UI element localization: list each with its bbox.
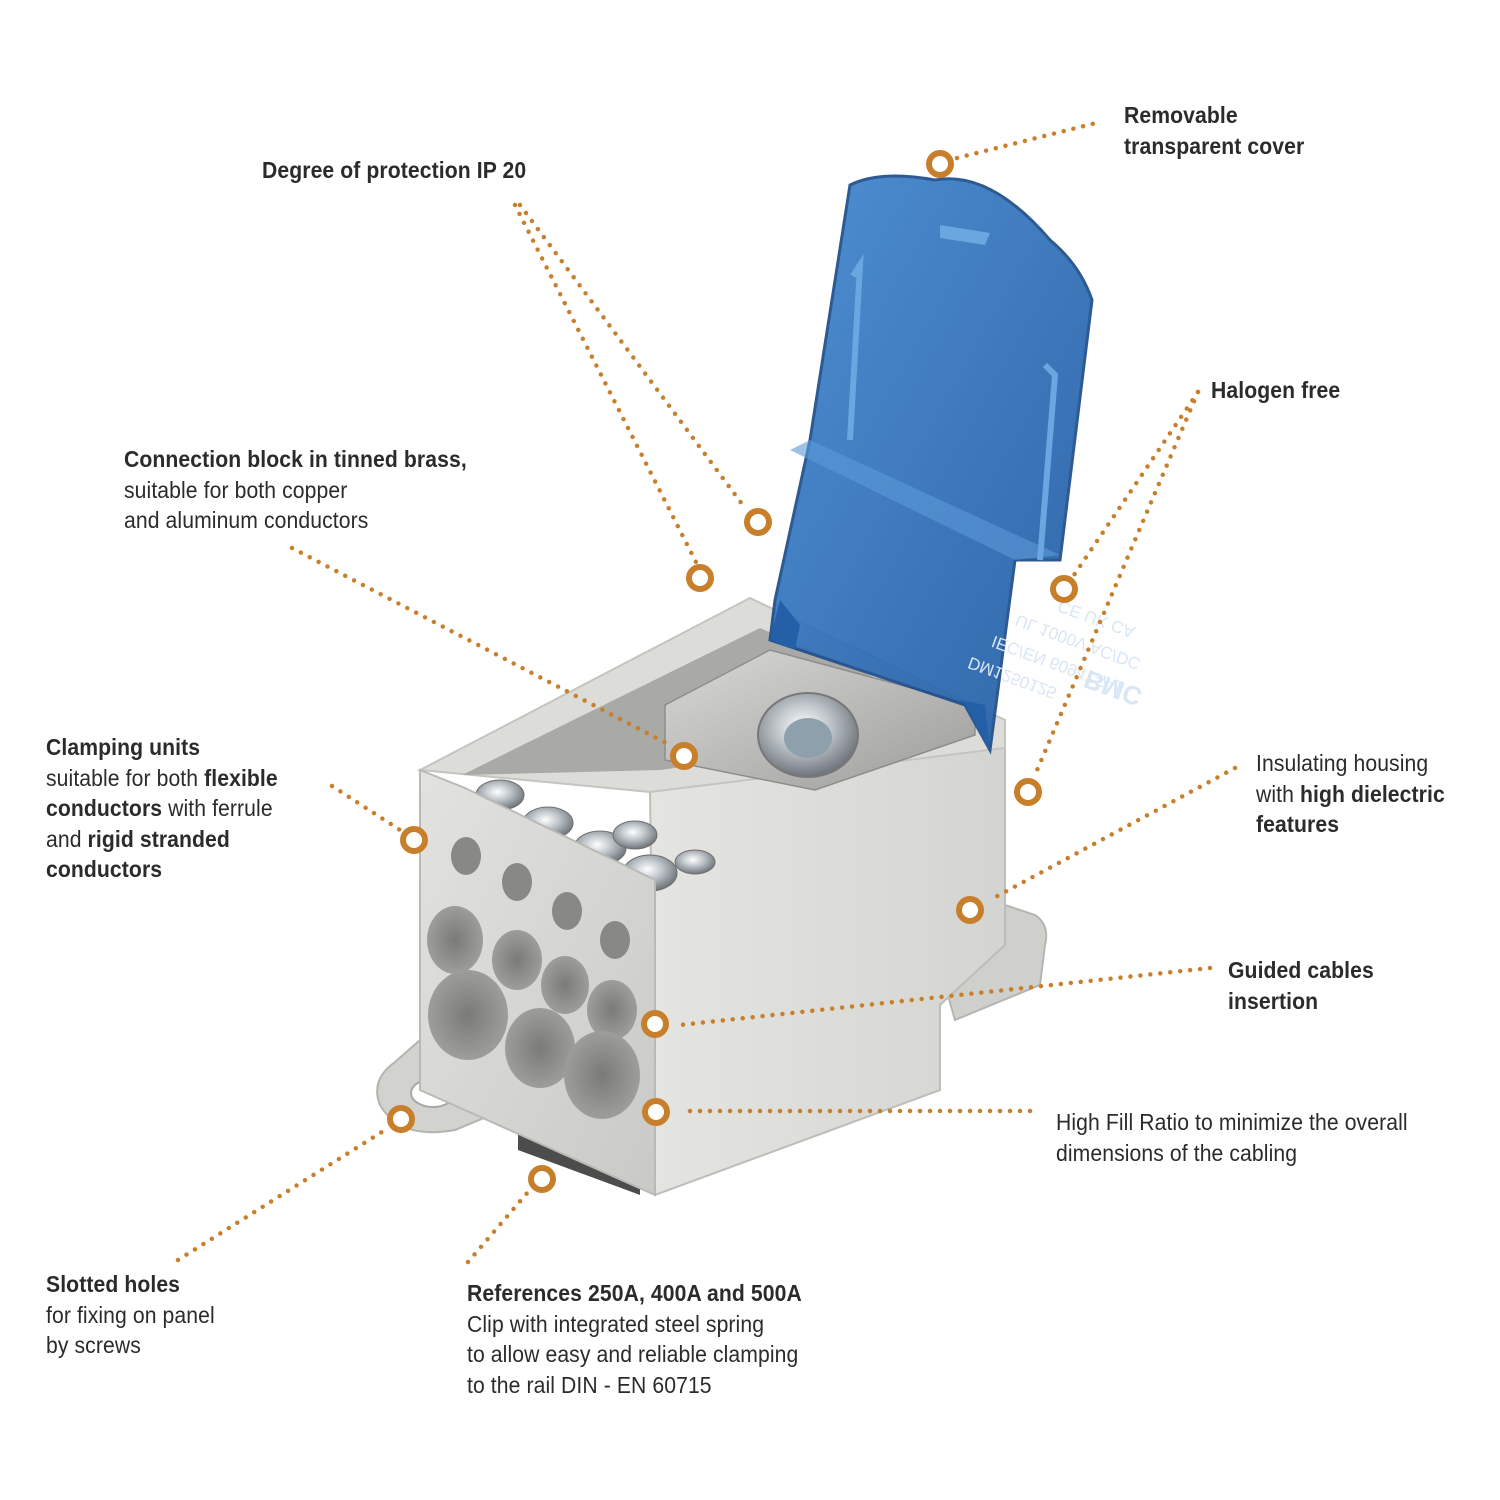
marker-clamping (400, 826, 428, 854)
marker-protection-a (686, 564, 714, 592)
transparent-cover (768, 174, 1094, 755)
clamping-l4b: rigid stranded (87, 825, 230, 852)
protection-title: Degree of protection IP 20 (262, 157, 527, 183)
callout-halogen: Halogen free (1211, 375, 1340, 406)
leader-slotted (175, 1127, 388, 1263)
clamping-l2b: flexible (204, 764, 278, 791)
references-title: References 250A, 400A and 500A (467, 1280, 802, 1306)
housing-line-2b: high dielectric (1299, 780, 1445, 807)
cable-entries (427, 906, 640, 1119)
leader-clamping (329, 783, 403, 833)
marker-guided (641, 1010, 669, 1038)
marker-halogen-a (1050, 575, 1078, 603)
marker-block (670, 742, 698, 770)
marker-protection-b (744, 508, 772, 536)
references-line-2: Clip with integrated steel spring (467, 1310, 765, 1337)
marker-cover (926, 150, 954, 178)
callout-clamping: Clamping units suitable for both flexibl… (46, 732, 278, 885)
housing-line-3: features (1256, 811, 1340, 837)
clamping-l3b: with ferrule (162, 795, 273, 821)
references-line-3: to allow easy and reliable clamping (467, 1341, 799, 1367)
marker-housing (956, 896, 984, 924)
callout-references: References 250A, 400A and 500A Clip with… (467, 1278, 802, 1400)
clamping-title: Clamping units (46, 734, 201, 760)
fill-line-2: dimensions of the cabling (1056, 1139, 1298, 1166)
clamping-l3a: conductors (46, 795, 163, 821)
cover-line-1: Removable (1124, 102, 1238, 128)
product-illustration: DM1250125 IEC/EN 60947-7-1 UL 1000V AC/D… (376, 174, 1146, 1197)
callout-guided: Guided cables insertion (1228, 955, 1374, 1016)
callout-housing: Insulating housing with high dielectric … (1256, 748, 1445, 840)
slotted-title: Slotted holes (46, 1271, 181, 1297)
block-line-3: and aluminum conductors (124, 507, 369, 533)
housing-line-1: Insulating housing (1256, 750, 1429, 776)
leader-housing (987, 765, 1238, 903)
fill-line-1: High Fill Ratio to minimize the overall (1056, 1109, 1408, 1135)
marker-slotted (387, 1105, 415, 1133)
references-line-4: to the rail DIN - EN 60715 (467, 1371, 712, 1398)
callout-block: Connection block in tinned brass, suitab… (124, 444, 467, 536)
block-title: Connection block in tinned brass, (124, 446, 467, 472)
housing-line-2a: with (1256, 780, 1300, 807)
clamping-l2a: suitable for both (46, 764, 205, 791)
clamping-l5: conductors (46, 856, 163, 882)
slotted-line-3: by screws (46, 1332, 141, 1358)
callout-slotted: Slotted holes for fixing on panel by scr… (46, 1269, 215, 1361)
guided-line-2: insertion (1228, 987, 1319, 1014)
marker-fill (642, 1098, 670, 1126)
leader-protection-a (512, 202, 703, 573)
slotted-line-2: for fixing on panel (46, 1301, 215, 1328)
callout-cover: Removable transparent cover (1124, 100, 1304, 161)
leader-references (465, 1189, 531, 1265)
block-line-2: suitable for both copper (124, 476, 348, 503)
clamping-l4a: and (46, 825, 88, 852)
housing-side (648, 743, 1006, 1197)
callout-protection: Degree of protection IP 20 (262, 155, 526, 186)
cover-line-2: transparent cover (1124, 132, 1305, 159)
marker-halogen-b (1014, 778, 1042, 806)
guided-line-1: Guided cables (1228, 957, 1374, 983)
screw-access-holes (451, 837, 630, 959)
leader-protection-b (517, 202, 748, 511)
leader-halogen-b (1032, 389, 1201, 778)
callout-fill: High Fill Ratio to minimize the overall … (1056, 1107, 1408, 1168)
marker-references (528, 1165, 556, 1193)
marker-circles (387, 150, 1078, 1193)
halogen-title: Halogen free (1211, 377, 1341, 403)
leader-lines (175, 119, 1238, 1265)
leader-halogen-a (1069, 389, 1201, 581)
leader-guided (677, 965, 1213, 1028)
leader-block (289, 545, 673, 748)
leader-cover (954, 119, 1103, 161)
